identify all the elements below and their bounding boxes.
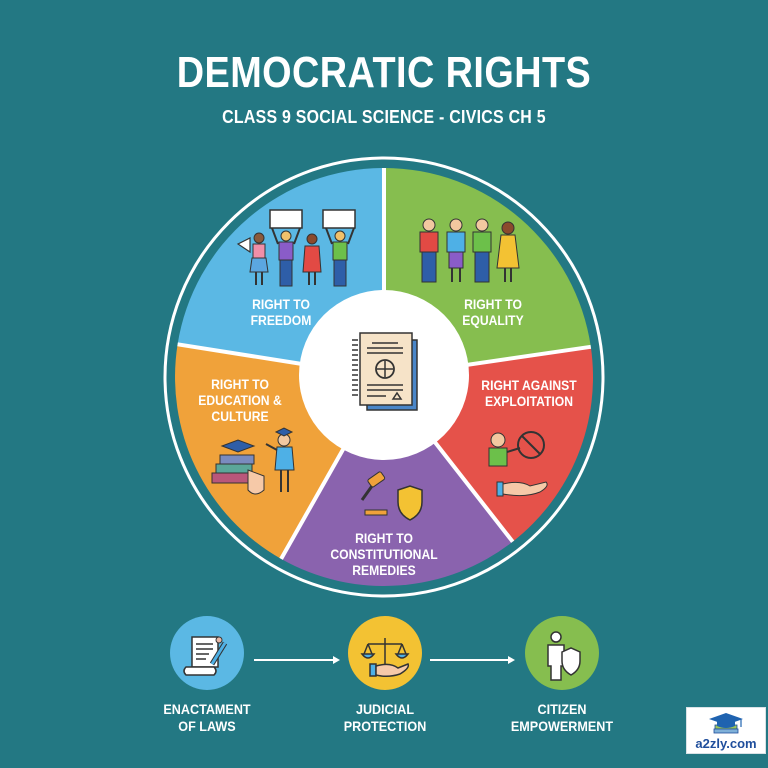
segment-label-freedom: RIGHT TO FREEDOM xyxy=(250,297,312,328)
flow-step-enactment-of-laws xyxy=(170,616,244,690)
page-subtitle: CLASS 9 SOCIAL SCIENCE - CIVICS CH 5 xyxy=(222,106,546,127)
flow-step-judicial-protection xyxy=(348,616,422,690)
diverse-people-group-icon xyxy=(419,218,520,283)
flow-label-enactment: ENACTAMENT OF LAWS xyxy=(163,701,251,734)
segment-label-remedies: RIGHT TO CONSTITUTIONAL REMEDIES xyxy=(330,531,438,578)
flow-label-citizen: CITIZEN EMPOWERMENT xyxy=(510,701,614,734)
outer-ring xyxy=(163,156,605,598)
flow-arrows xyxy=(254,656,515,664)
logo-text: a2zly.com xyxy=(695,736,757,751)
segment-label-exploitation: RIGHT AGAINST EXPLOITATION xyxy=(481,378,577,409)
person-with-shield-icon xyxy=(547,631,581,681)
books-and-graduate-icon xyxy=(211,427,295,495)
flow-label-judicial: JUDICIAL PROTECTION xyxy=(343,701,427,734)
scroll-with-pen-icon xyxy=(183,636,228,676)
flow-step-citizen-empowerment xyxy=(525,616,599,690)
graduation-cap-on-books-icon xyxy=(709,713,743,734)
segment-label-education: RIGHT TO EDUCATION & CULTURE xyxy=(198,377,282,424)
page-title: DEMOCRATIC RIGHTS xyxy=(176,48,592,97)
child-with-prohibition-sign-and-hand-icon xyxy=(488,431,548,497)
site-logo[interactable]: a2zly.com xyxy=(686,707,766,754)
segment-label-equality: RIGHT TO EQUALITY xyxy=(462,297,524,328)
gavel-and-shield-icon xyxy=(360,471,423,521)
scales-of-justice-in-hand-icon xyxy=(360,638,410,678)
protesters-with-placards-icon xyxy=(236,209,356,287)
segment-right-to-constitutional-remedies xyxy=(281,377,513,587)
constitution-document-icon xyxy=(352,332,418,411)
